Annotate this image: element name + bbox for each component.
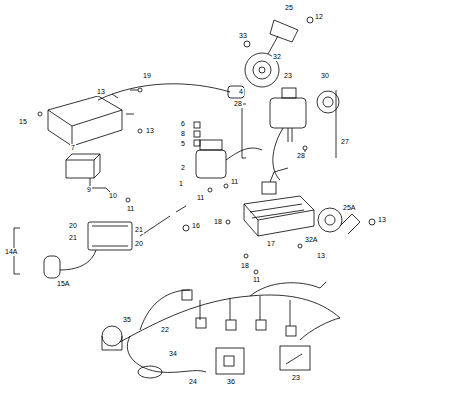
callout-number: 11 [252, 276, 261, 284]
callout-number: 24 [188, 378, 198, 386]
callout-number: 32A [304, 236, 318, 244]
callout-number: 17 [266, 240, 276, 248]
callout-number: 23 [291, 374, 301, 382]
callout-number: 15 [18, 118, 28, 126]
callout-number: 14A [4, 248, 18, 256]
callout-number: 19 [142, 72, 152, 80]
callout-number: 11 [126, 205, 135, 213]
callout-number: 12 [314, 13, 324, 21]
callout-number: 35 [122, 316, 132, 324]
callout-number: 7 [70, 144, 76, 152]
callout-number: 25 [284, 4, 294, 12]
callout-number: 25A [342, 204, 356, 212]
callout-number: 28 [233, 100, 243, 108]
callout-number: 36 [226, 378, 236, 386]
callout-number: 23 [283, 72, 293, 80]
callout-number: 30 [320, 72, 330, 80]
callout-number: 8 [180, 130, 186, 138]
callout-number: 28 [296, 152, 306, 160]
callout-number: 32 [272, 53, 282, 61]
callout-number: 6 [180, 120, 186, 128]
callout-number: 18 [213, 218, 223, 226]
callout-number: 22 [160, 326, 170, 334]
callout-number: 10 [108, 192, 118, 200]
callout-number: 20 [68, 222, 78, 230]
callout-number: 1 [178, 180, 184, 188]
callout-number: 2 [180, 164, 186, 172]
callout-number: 5 [180, 140, 186, 148]
callout-number: 33 [238, 32, 248, 40]
callout-number: 20 [134, 240, 144, 248]
callout-number: 21 [68, 234, 78, 242]
callout-number: 21 [134, 226, 144, 234]
callout-number: 9 [86, 186, 92, 194]
callout-number: 13 [96, 88, 106, 96]
callout-number: 11 [196, 194, 205, 202]
callout-number: 16 [191, 222, 201, 230]
callout-number: 13 [145, 127, 155, 135]
callout-number: 13 [377, 216, 387, 224]
callout-number: 13 [316, 252, 326, 260]
callout-number: 4 [238, 88, 244, 96]
callout-number: 18 [240, 262, 250, 270]
callout-number: 11 [230, 178, 239, 186]
callout-number: 15A [56, 280, 70, 288]
callout-number: 27 [340, 138, 350, 146]
callout-number: 34 [168, 350, 178, 358]
